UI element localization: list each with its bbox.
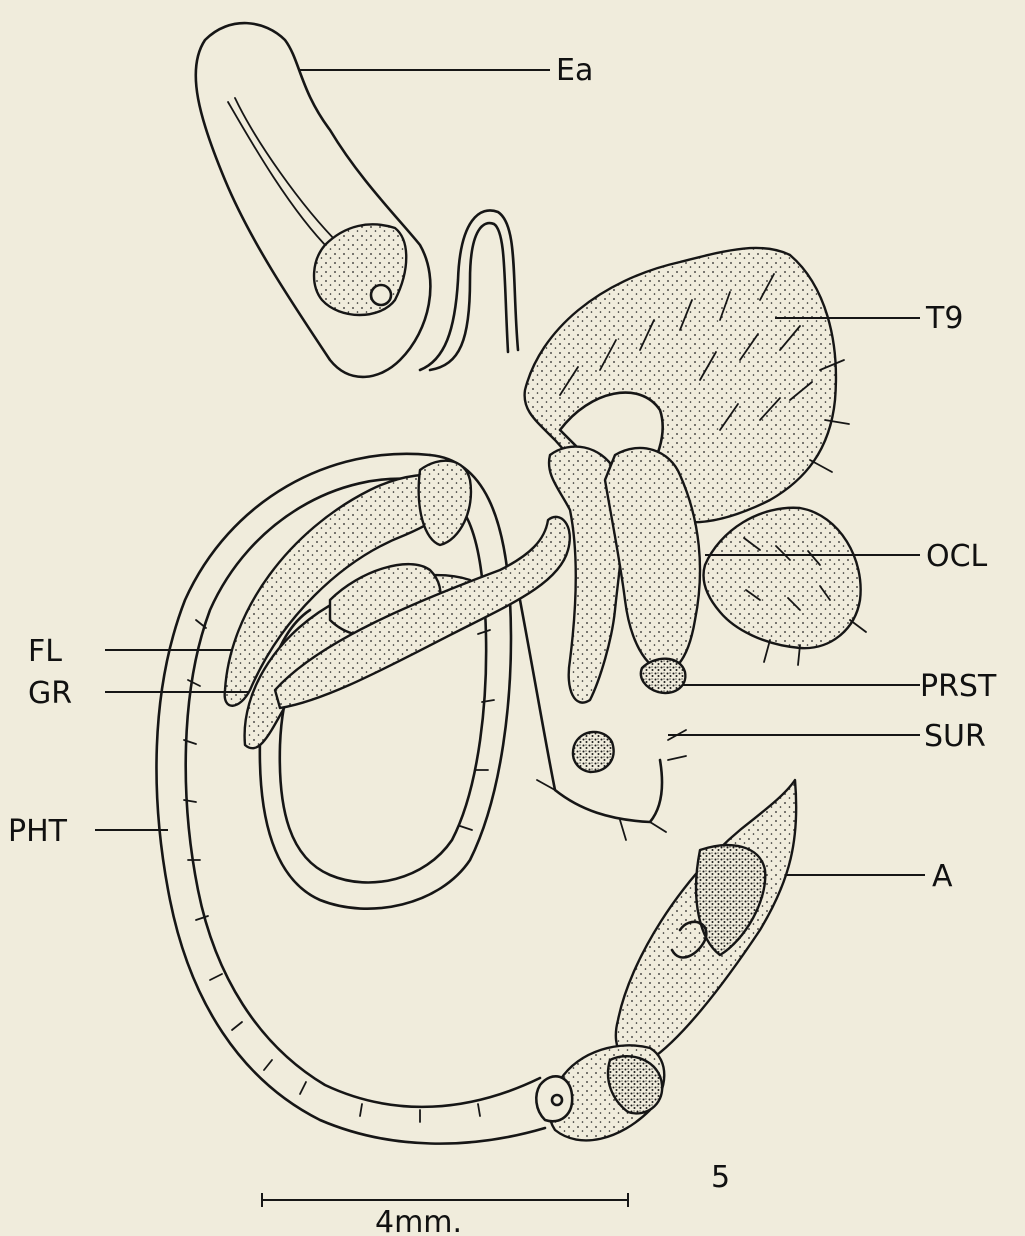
label-gr: GR xyxy=(28,676,72,711)
label-ea: Ea xyxy=(556,53,593,88)
label-pht: PHT xyxy=(8,814,68,849)
fl-gr-lobes xyxy=(225,461,570,749)
scale-bar-label: 4mm. xyxy=(375,1205,462,1236)
a-aedeagus xyxy=(536,780,796,1140)
label-t9: T9 xyxy=(925,301,963,336)
label-ocl: OCL xyxy=(926,539,988,574)
ocl-lobe xyxy=(703,508,866,665)
label-a: A xyxy=(932,859,953,894)
label-sur: SUR xyxy=(924,719,986,754)
label-prst: PRST xyxy=(920,669,997,704)
ea-structure xyxy=(196,23,518,377)
figure-number: 5 xyxy=(711,1160,730,1195)
scale-bar: 4mm. xyxy=(262,1193,628,1236)
label-fl: FL xyxy=(28,634,62,669)
